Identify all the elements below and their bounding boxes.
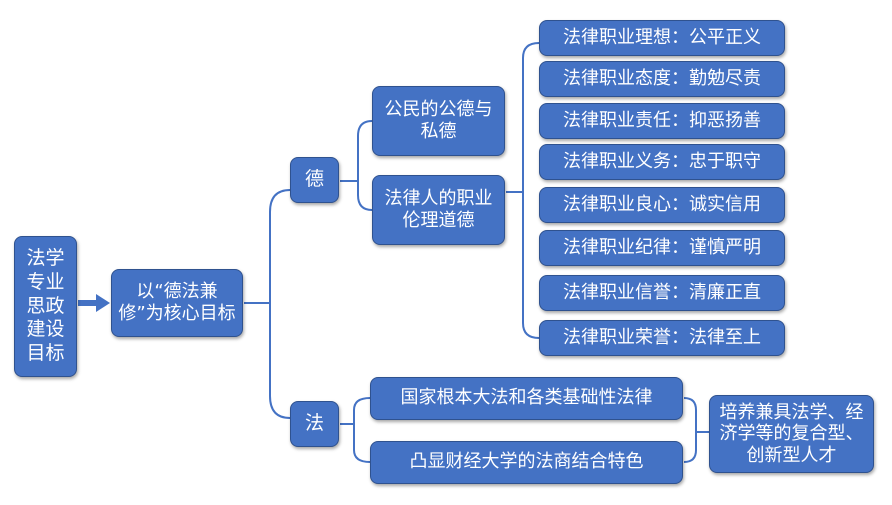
ethics-item-label: 法律职业理想：公平正义 (563, 26, 761, 48)
root-goal-node: 法学专业思政建设目标 (14, 236, 77, 377)
civic-morality-node: 公民的公德与私德 (372, 86, 505, 156)
ethics-item-label: 法律职业纪律：谨慎严明 (563, 236, 761, 258)
ethics-item-ideal: 法律职业理想：公平正义 (539, 20, 785, 56)
core-bracket (244, 189, 291, 419)
fa-node: 法 (290, 401, 339, 447)
ethics-item-label: 法律职业信誉：清廉正直 (563, 281, 761, 303)
fundamental-law-label: 国家根本大法和各类基础性法律 (400, 387, 653, 409)
law-business-feature-node: 凸显财经大学的法商结合特色 (370, 441, 683, 484)
talent-goal-label: 培养兼具法学、经济学等的复合型、创新型人才 (719, 401, 864, 466)
talent-goal-node: 培养兼具法学、经济学等的复合型、创新型人才 (709, 395, 874, 473)
ethics-item-reputation: 法律职业信誉：清廉正直 (539, 275, 785, 311)
core-goal-node: 以“德法兼修”为核心目标 (111, 269, 243, 337)
fundamental-law-node: 国家根本大法和各类基础性法律 (370, 377, 683, 420)
legal-professional-ethics-node: 法律人的职业伦理道德 (372, 175, 505, 245)
de-label: 德 (304, 168, 324, 191)
de-bracket (340, 120, 373, 211)
fa-label: 法 (304, 412, 324, 435)
ethics-item-attitude: 法律职业态度：勤勉尽责 (539, 61, 785, 97)
ethics-item-responsibility: 法律职业责任：抑恶扬善 (539, 103, 785, 139)
legal-professional-ethics-label: 法律人的职业伦理道德 (384, 187, 493, 232)
ethics-item-label: 法律职业义务：忠于职守 (563, 150, 761, 172)
root-goal-label: 法学专业思政建设目标 (26, 247, 65, 365)
ethics-item-honor: 法律职业荣誉：法律至上 (539, 320, 785, 356)
core-goal-label: 以“德法兼修”为核心目标 (118, 280, 236, 325)
goal-bracket (683, 397, 709, 463)
fa-bracket (340, 397, 371, 463)
ethics-item-label: 法律职业态度：勤勉尽责 (563, 67, 761, 89)
ethics-item-discipline: 法律职业纪律：谨慎严明 (539, 230, 785, 266)
ethics-item-label: 法律职业责任：抑恶扬善 (563, 109, 761, 131)
de-node: 德 (290, 157, 339, 203)
law-business-feature-label: 凸显财经大学的法商结合特色 (409, 451, 644, 473)
civic-morality-label: 公民的公德与私德 (384, 98, 493, 143)
ethics-item-conscience: 法律职业良心：诚实信用 (539, 187, 785, 223)
ethics-item-duty: 法律职业义务：忠于职守 (539, 144, 785, 180)
ethics-item-label: 法律职业荣誉：法律至上 (563, 326, 761, 348)
root-to-core-arrowhead (96, 294, 110, 312)
ethics-bracket (506, 42, 540, 339)
ethics-item-label: 法律职业良心：诚实信用 (563, 193, 761, 215)
